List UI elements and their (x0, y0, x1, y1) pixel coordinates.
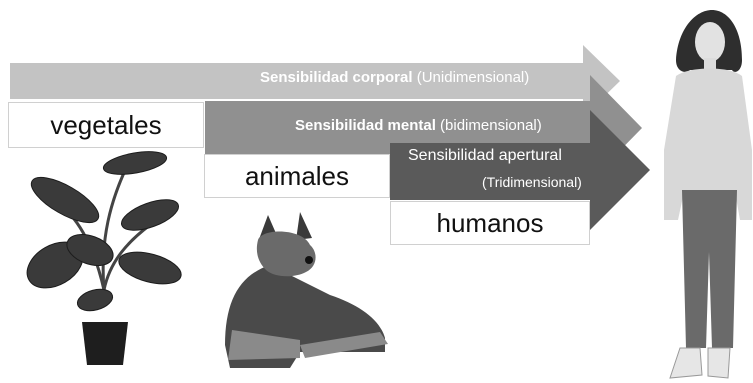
label-humanos: humanos (390, 201, 590, 245)
arrow-corporal (10, 45, 620, 117)
label-vegetales: vegetales (8, 102, 204, 148)
arrow-mental-text: Sensibilidad mental (bidimensional) (295, 117, 542, 134)
label-animales: animales (204, 154, 390, 198)
arrow-apertural-subtitle: (Tridimensional) (482, 174, 582, 190)
arrow-apertural-title: Sensibilidad apertural (408, 147, 562, 164)
arrow-corporal-subtitle: (Unidimensional) (416, 69, 530, 86)
arrow-apertural (390, 110, 650, 230)
arrow-corporal-title: Sensibilidad corporal (260, 69, 413, 86)
arrow-mental-title: Sensibilidad mental (295, 117, 436, 134)
arrow-mental-subtitle: (bidimensional) (440, 117, 542, 134)
arrow-corporal-text: Sensibilidad corporal (Unidimensional) (260, 69, 529, 86)
